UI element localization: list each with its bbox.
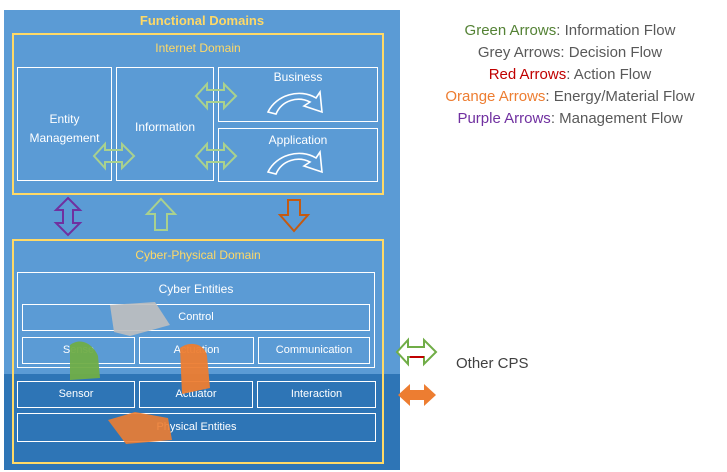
entity-management-box (17, 67, 112, 181)
business-cycle-icon (266, 89, 323, 115)
physical-entities-box (17, 413, 376, 442)
cyber-physical-domain-title: Cyber-Physical Domain (135, 248, 261, 262)
internet-domain-title: Internet Domain (155, 41, 241, 55)
legend-grey-text: : Decision Flow (560, 44, 663, 61)
legend-purple-key: Purple Arrows (457, 110, 551, 127)
business-label: Business (273, 70, 323, 84)
application-cycle-icon (266, 149, 323, 175)
control-label: Control (178, 311, 214, 323)
legend-purple-text: : Management Flow (550, 110, 683, 127)
interaction-box (257, 381, 376, 408)
physical-band (4, 374, 400, 470)
info-application-arrow (194, 141, 238, 171)
legend-red-key: Red Arrows (488, 66, 567, 83)
cyber-entities-label: Cyber Entities (158, 282, 234, 296)
legend-green: Green Arrows: Information Flow (420, 22, 720, 44)
management-flow-arrow (53, 196, 83, 237)
legend-purple: Purple Arrows: Management Flow (420, 110, 720, 132)
cyber-physical-domain-box (12, 239, 384, 464)
legend-orange: Orange Arrows: Energy/Material Flow (420, 88, 720, 110)
functional-domains-title: Functional Domains (139, 13, 265, 28)
legend: Green Arrows: Information Flow Grey Arro… (420, 22, 720, 132)
legend-green-key: Green Arrows (464, 22, 557, 39)
other-cps-comm-arrow (395, 337, 438, 367)
entity-management-label: Entity Management (29, 112, 100, 145)
legend-grey-key: Grey Arrows (477, 44, 561, 61)
sense-flow-shape (70, 341, 100, 380)
sensor-box (17, 381, 135, 408)
information-label: Information (134, 120, 196, 134)
other-cps-label: Other CPS (456, 355, 529, 372)
action-flow-arrow (277, 199, 311, 233)
legend-grey: Grey Arrows: Decision Flow (420, 44, 720, 66)
application-box (218, 128, 378, 182)
actuation-flow-shape (180, 343, 210, 394)
entity-info-arrow (92, 141, 136, 171)
sensor-label: Sensor (58, 388, 94, 400)
physical-entities-label: Physical Entities (156, 421, 237, 433)
communication-box (258, 337, 370, 364)
business-box (218, 67, 378, 122)
legend-orange-text: : Energy/Material Flow (545, 88, 695, 105)
other-cps-interaction-arrow (398, 384, 436, 406)
legend-green-text: : Information Flow (556, 22, 676, 39)
legend-red: Red Arrows: Action Flow (420, 66, 720, 88)
communication-label: Communication (275, 344, 353, 356)
information-box (116, 67, 214, 181)
interaction-label: Interaction (290, 388, 343, 400)
legend-red-text: : Action Flow (566, 66, 652, 83)
internet-domain-box (12, 33, 384, 195)
physical-flow-shape (108, 412, 172, 444)
information-flow-arrow (144, 197, 178, 231)
legend-orange-key: Orange Arrows (445, 88, 546, 105)
application-label: Application (268, 133, 328, 147)
info-business-arrow (194, 81, 238, 111)
decision-flow-shape (110, 302, 170, 336)
control-box (22, 304, 370, 331)
